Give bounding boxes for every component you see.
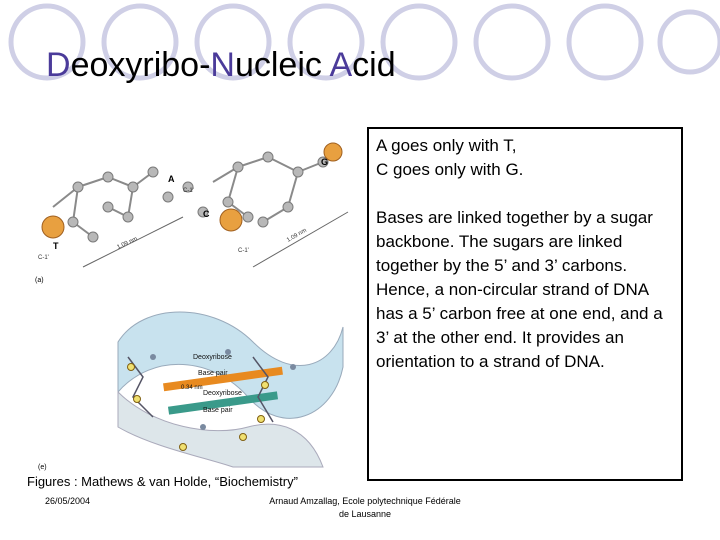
slide-title: Deoxyribo-Nucleic Acid [46, 46, 396, 85]
description-text: Bases are linked together by a sugar bac… [376, 208, 663, 371]
spacer [376, 182, 673, 206]
dna-figure: G A C T C-1' C-1' C-1' 1.09 nm 1.09 nm (… [35, 142, 349, 471]
pairing-rule-cg: C goes only with G. [376, 160, 524, 179]
helix-label-base-pair: Base pair [203, 407, 233, 414]
panel-a-label: (a) [35, 277, 44, 284]
panel-e-label: (e) [38, 464, 47, 471]
title-part-deoxyribo: eoxyribo- [70, 46, 211, 84]
helix-ribbon-lower [117, 390, 324, 468]
helix-label-base-pair: Base pair [198, 370, 228, 377]
helix-label-distance: 0.34 nm [181, 385, 203, 391]
sugar-atom [323, 142, 343, 162]
description-box: A goes only with T, C goes only with G. … [367, 127, 683, 481]
helix-ribbon [117, 311, 344, 419]
base-pair-bar [167, 391, 279, 415]
title-initial-a: A [329, 46, 353, 84]
helix-panel-e: Deoxyribose Base pair Deoxyribose Base p… [38, 311, 344, 471]
deco-circle [566, 3, 644, 81]
base-label-a: A [168, 174, 175, 184]
title-part-cid: cid [352, 46, 396, 84]
deco-circle [8, 3, 86, 81]
base-label-c: C [203, 209, 210, 219]
deco-circle [657, 9, 720, 75]
helix-label-deoxyribose: Deoxyribose [203, 390, 242, 397]
author-line-1: Arnaud Amzallag, Ecole polytechnique Féd… [269, 496, 461, 506]
title-part-ucleic: ucleic [234, 46, 330, 84]
base-label-g: G [321, 157, 328, 167]
footer-author: Arnaud Amzallag, Ecole polytechnique Féd… [250, 495, 480, 521]
atom-label: C-1' [38, 255, 49, 261]
base-label-t: T [53, 241, 59, 251]
sugar-atom [41, 215, 65, 239]
helix-label-deoxyribose: Deoxyribose [193, 354, 232, 361]
base-pair-panel-a: G A C T C-1' C-1' C-1' 1.09 nm 1.09 nm (… [35, 142, 349, 284]
deco-circle [101, 3, 179, 81]
deco-circle [194, 3, 272, 81]
decorative-circles [8, 3, 720, 81]
distance-label: 1.09 nm [116, 236, 138, 251]
title-initial-d: D [46, 46, 71, 84]
deco-circle [380, 3, 458, 81]
pairing-rule-at: A goes only with T, [376, 136, 517, 155]
figure-caption: Figures : Mathews & van Holde, “Biochemi… [27, 474, 298, 489]
deco-circle [473, 3, 551, 81]
author-line-2: de Lausanne [338, 509, 392, 519]
deco-circle [287, 3, 365, 81]
atom-label: C-1' [183, 188, 194, 194]
sugar-atom [219, 208, 243, 232]
title-initial-n: N [210, 46, 235, 84]
footer-date: 26/05/2004 [45, 496, 91, 506]
atom-label: C-1' [238, 248, 249, 254]
base-pair-bar [163, 366, 283, 392]
